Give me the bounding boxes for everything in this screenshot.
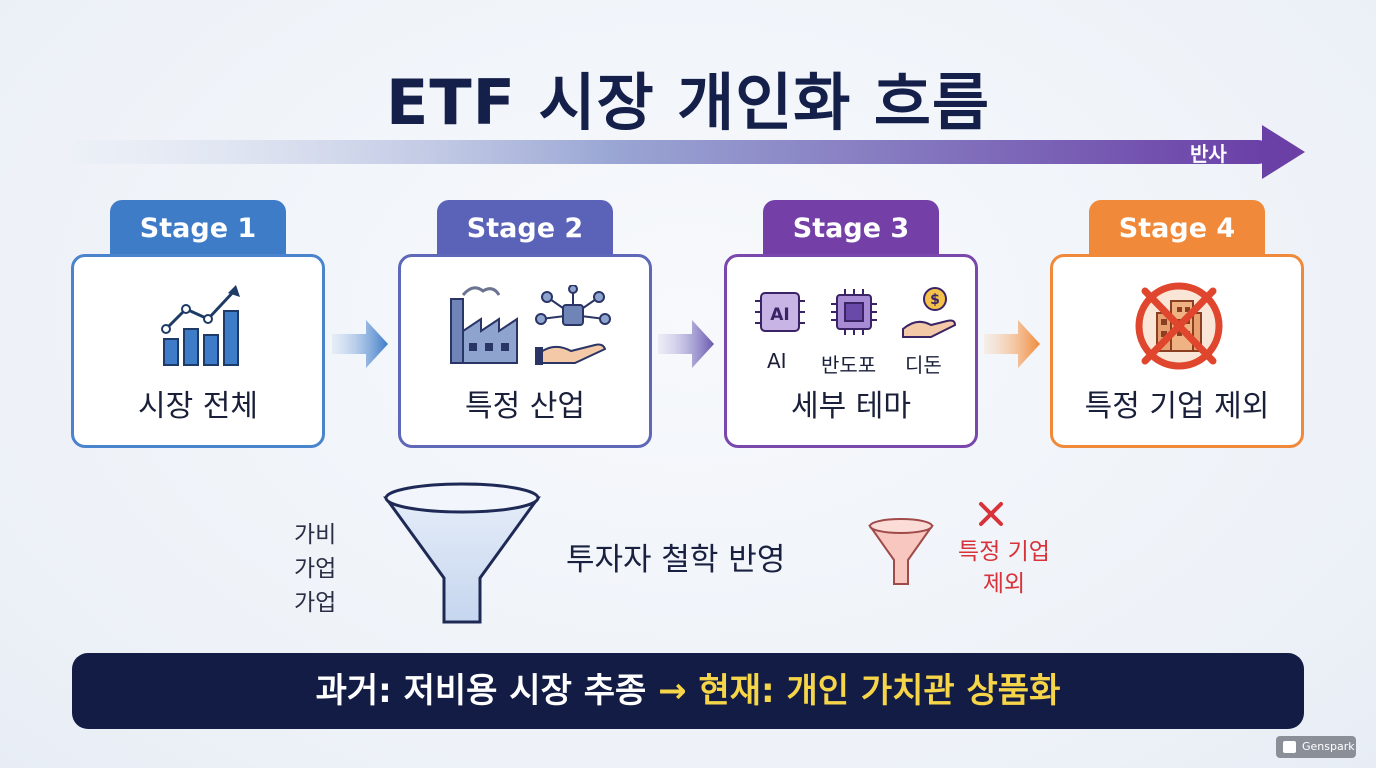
- funnel-left-text: 가비 가업 가업: [294, 518, 336, 620]
- funnel-left-line-3: 가업: [294, 590, 337, 616]
- stage-2-card: 특정 산업: [398, 254, 652, 448]
- excluded-building-icon: [1135, 282, 1223, 370]
- stage-4-card: 특정 기업 제외: [1050, 254, 1304, 448]
- exclude-line-1: 특정 기업: [958, 539, 1050, 565]
- stage-3-card: AI $ AI 반도포 디돈 세부 테마: [724, 254, 978, 448]
- summary-past: 과거: 저비용 시장 추종: [315, 671, 647, 711]
- funnel-left-line-2: 가업: [294, 556, 337, 582]
- stage-2-label: 특정 산업: [465, 389, 585, 424]
- svg-text:AI: AI: [770, 305, 789, 325]
- stage-4-tab: Stage 4: [1089, 200, 1265, 258]
- stage-4-label: 특정 기업 제외: [1084, 389, 1270, 424]
- bar-chart-trend-icon: [161, 285, 240, 366]
- flow-arrow-2: [658, 320, 714, 368]
- philosophy-text: 투자자 철학 반영: [566, 542, 786, 578]
- watermark-text: Genspark: [1302, 740, 1355, 753]
- ai-chip-icon: AI: [755, 292, 805, 332]
- exclude-line-2: 제외: [982, 571, 1026, 597]
- coin-hand-icon: $: [902, 287, 957, 338]
- svg-text:$: $: [930, 292, 940, 308]
- stage-3-label: 세부 테마: [791, 389, 911, 424]
- page-title: ETF 시장 개인화 흐름: [385, 66, 991, 139]
- stage-1-tab: Stage 1: [110, 200, 286, 258]
- small-funnel-icon: [868, 518, 934, 585]
- sub-item-semiconductor: 반도포: [821, 353, 877, 377]
- watermark-icon: [1283, 741, 1296, 753]
- exclude-text: 특정 기업 제외: [944, 536, 1064, 600]
- stage-3-tab: Stage 3: [763, 200, 939, 258]
- funnel-left-line-1: 가비: [294, 522, 337, 548]
- factory-icon: [450, 286, 518, 364]
- watermark-badge: Genspark: [1276, 736, 1356, 758]
- close-icon: [979, 502, 1003, 526]
- summary-bar: 과거: 저비용 시장 추종 → 현재: 개인 가치관 상품화: [72, 653, 1304, 729]
- sub-item-ai: AI: [767, 349, 787, 373]
- stage-1-card: 시장 전체: [71, 254, 325, 448]
- stage-1-label: 시장 전체: [138, 389, 258, 424]
- semiconductor-chip-icon: [831, 289, 877, 335]
- summary-present: 현재: 개인 가치관 상품화: [698, 671, 1061, 711]
- summary-arrow: →: [658, 671, 687, 711]
- timeline-arrow: [70, 125, 1305, 179]
- sub-item-third: 디돈: [905, 353, 942, 377]
- timeline-label: 반사: [1190, 142, 1227, 166]
- large-funnel-icon: [383, 482, 541, 624]
- flow-arrow-3: [984, 320, 1040, 368]
- network-hand-icon: [535, 285, 611, 365]
- stage-2-tab: Stage 2: [437, 200, 613, 258]
- flow-arrow-1: [332, 320, 388, 368]
